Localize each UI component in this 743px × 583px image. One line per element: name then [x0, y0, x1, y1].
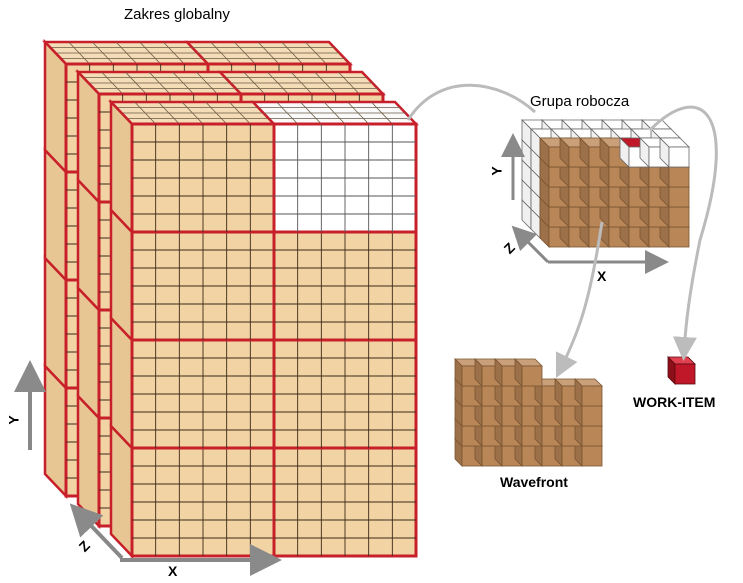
work-group-block — [109, 206, 276, 344]
work-group-block — [108, 98, 277, 236]
global-range-title: Zakres globalny — [124, 6, 230, 23]
cube-front — [581, 405, 603, 427]
work-group-block — [272, 230, 418, 342]
block-side-face — [109, 98, 134, 236]
cube-front — [668, 166, 690, 188]
workgroup-z-axis-arrow — [511, 225, 550, 264]
work-group-block — [272, 338, 418, 450]
axis-arrows — [14, 133, 669, 576]
connector-arrows — [406, 83, 718, 379]
global-z-axis-arrow — [69, 503, 124, 560]
cube-front — [668, 206, 690, 228]
workgroup-y-axis-label: Y — [488, 166, 505, 176]
work-item-title: WORK-ITEM — [633, 394, 716, 410]
global-range-block — [42, 38, 419, 560]
cube-front — [668, 146, 690, 168]
cube-front — [581, 385, 603, 407]
block-side-face — [43, 38, 68, 176]
cube-front — [674, 363, 696, 385]
block-side-face — [76, 68, 101, 206]
wg-cube — [659, 137, 690, 168]
wavefront-block — [454, 358, 603, 467]
work-group-block — [521, 119, 690, 248]
work-item-single-cube — [667, 356, 696, 385]
global-y-axis-label: Y — [5, 415, 22, 425]
workgroup-to-wavefront-connector — [555, 221, 604, 379]
work-group-title: Grupa robocza — [530, 93, 630, 110]
work-group-block — [109, 314, 276, 452]
work-group-block — [250, 100, 419, 234]
wavefront-title: Wavefront — [500, 474, 568, 490]
cube-front — [581, 445, 603, 467]
work-item-cube — [667, 356, 696, 385]
workgroup-x-axis-label: X — [597, 268, 607, 284]
global-to-workgroup-connector — [406, 83, 537, 121]
work-group-block — [272, 446, 418, 558]
wavefront-cube — [514, 358, 543, 387]
wavefront-cube — [574, 378, 603, 407]
global-x-axis-label: X — [168, 563, 178, 579]
workgroup-to-workitem-connector — [648, 105, 718, 361]
cube-front — [581, 425, 603, 447]
cube-front — [521, 365, 543, 387]
cube-front — [668, 226, 690, 248]
cube-front — [668, 186, 690, 208]
